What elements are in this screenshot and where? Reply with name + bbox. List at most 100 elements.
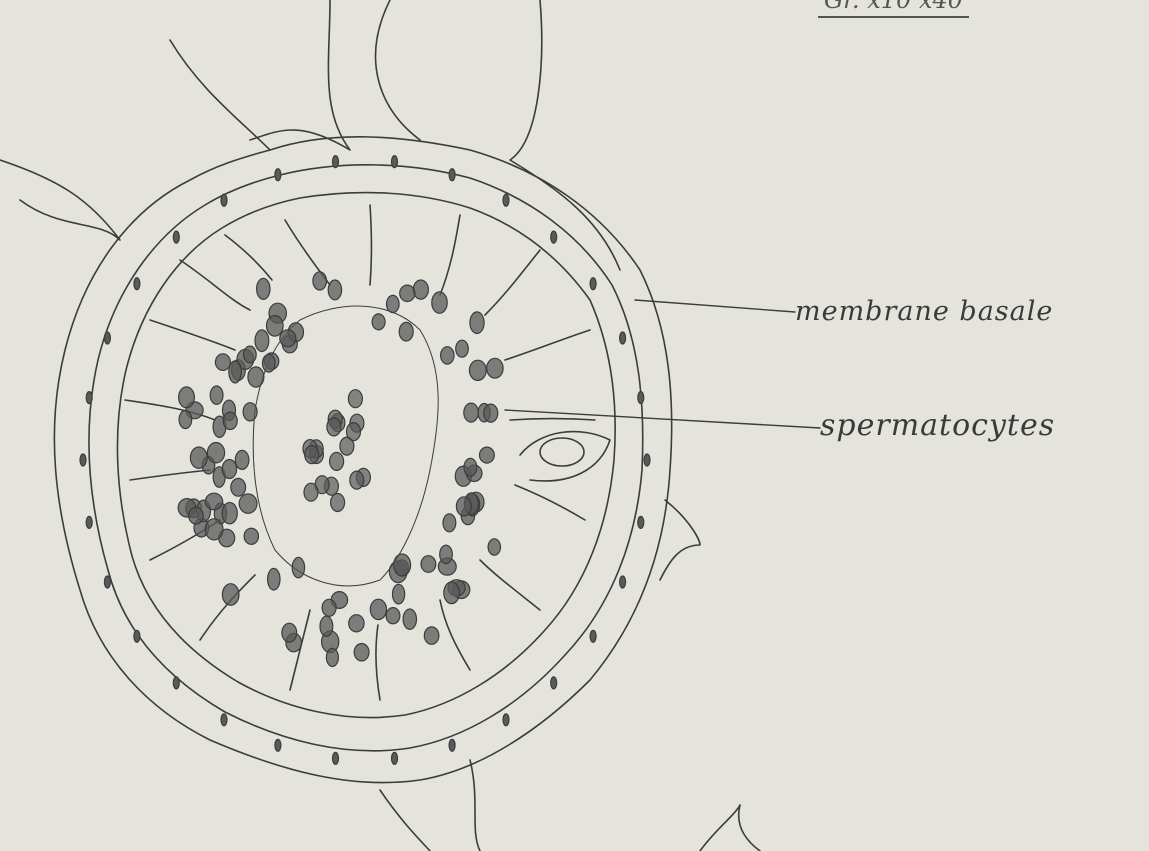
membrane-nucleus: [173, 231, 179, 243]
magnification-label: Gr. x10 x40: [818, 0, 969, 18]
spermatocyte-nucleus: [386, 608, 400, 624]
sertoli-process: [130, 470, 210, 480]
membrane-basale-inner: [89, 165, 643, 751]
membrane-nucleus: [104, 576, 110, 588]
sertoli-cell-outline: [520, 432, 610, 481]
spermatocyte-nucleus: [280, 330, 296, 347]
spermatocyte-nucleus: [480, 447, 495, 463]
spermatocyte-nucleus: [393, 584, 405, 604]
lumen-cell: [331, 494, 345, 512]
membrane-nucleus: [638, 392, 644, 404]
lumen-cell: [327, 418, 341, 436]
membrane-nucleus: [104, 332, 110, 344]
membrane-nucleus: [333, 156, 339, 168]
membrane-nucleus: [275, 169, 281, 181]
signature-mark: [700, 805, 760, 851]
spermatocyte-nucleus: [464, 403, 479, 422]
spermatocyte-nucleus: [313, 272, 327, 290]
sertoli-process: [440, 215, 460, 295]
membrane-nucleus: [221, 194, 227, 206]
spermatocyte-nucleus: [464, 458, 477, 476]
membrane-basale-label: membrane basale: [795, 296, 1053, 327]
membrane-nucleus: [173, 677, 179, 689]
spermatocyte-nucleus: [370, 599, 386, 619]
sertoli-process: [505, 330, 590, 360]
spermatocyte-nucleus: [223, 412, 237, 429]
membrane-nucleus: [333, 752, 339, 764]
sertoli-process: [150, 320, 235, 350]
spermatocyte-nucleus: [292, 557, 304, 577]
outer-strand-left: [0, 160, 120, 240]
spermatocyte-nucleus: [444, 582, 460, 604]
sertoli-process: [485, 250, 540, 315]
spermatocyte-nucleus: [322, 599, 336, 616]
membrane-nucleus: [644, 454, 650, 466]
membrane-nucleus: [590, 278, 596, 290]
outer-strand-top-mid: [250, 0, 350, 150]
spermatocyte-nucleus: [267, 316, 284, 337]
spermatocyte-nucleus: [399, 322, 413, 341]
spermatocyte-nucleus: [210, 386, 223, 404]
spermatocyte-nucleus: [424, 627, 439, 644]
spermatocyte-nucleus: [239, 494, 257, 513]
lumen-cell: [348, 390, 362, 408]
membrane-nucleus: [86, 392, 92, 404]
spermatocyte-nucleus: [222, 503, 237, 524]
spermatocyte-nucleus: [484, 404, 498, 422]
lumen-cell: [304, 483, 318, 501]
outer-strand-top-right: [510, 0, 620, 270]
membrane-nucleus: [80, 454, 86, 466]
spermatocyte-nucleus: [282, 623, 297, 642]
spermatocyte-nucleus: [372, 314, 385, 330]
spermatocyte-nucleus: [328, 280, 341, 300]
spermatocyte-nucleus: [244, 346, 257, 363]
membrane-nucleus: [449, 169, 455, 181]
spermatocyte-nucleus: [257, 278, 270, 299]
membrane-nucleus: [551, 677, 557, 689]
membrane-nucleus: [620, 332, 626, 344]
spermatocyte-nucleus: [189, 507, 204, 524]
spermatocyte-nucleus: [326, 648, 338, 666]
sertoli-process: [510, 419, 595, 421]
lumen-cell: [350, 471, 364, 489]
spermatocyte-nucleus: [469, 360, 486, 380]
sertoli-process: [440, 600, 470, 670]
membrane-nucleus: [590, 630, 596, 642]
spermatocyte-nucleus: [488, 539, 500, 555]
spermatocyte-nucleus: [255, 330, 269, 352]
spermatocyte-nucleus: [394, 554, 411, 576]
sertoli-process: [180, 260, 250, 310]
spermatocyte-nucleus: [432, 292, 447, 313]
spermatocyte-nucleus: [400, 285, 415, 301]
spermatocyte-nucleus: [190, 447, 207, 468]
spermatocyte-nucleus: [205, 519, 223, 540]
membrane-nucleus: [134, 278, 140, 290]
spermatocyte-nucleus: [248, 367, 264, 387]
leader-line-membrane-basale: [635, 300, 795, 312]
membrane-nucleus: [221, 714, 227, 726]
membrane-nucleus: [449, 739, 455, 751]
spermatocytes-label: spermatocytes: [820, 408, 1055, 443]
membrane-nucleus: [134, 630, 140, 642]
outer-strand-top-left: [170, 40, 270, 150]
spermatocyte-nucleus: [243, 403, 257, 421]
spermatocyte-nucleus: [231, 478, 246, 496]
spermatocyte-nucleus: [413, 280, 428, 299]
spermatocyte-nucleus: [320, 616, 333, 636]
spermatocyte-nucleus: [268, 568, 280, 590]
spermatocyte-nucleus: [487, 358, 503, 378]
spermatocyte-nucleus: [244, 528, 258, 544]
spermatocyte-nucleus: [354, 644, 369, 661]
spermatocyte-nucleus: [456, 497, 471, 516]
outer-strand-top: [376, 0, 420, 140]
spermatocyte-nucleus: [440, 545, 453, 563]
spermatocyte-nucleus: [215, 354, 230, 371]
sertoli-process: [515, 485, 585, 520]
membrane-nucleus: [86, 516, 92, 528]
spermatocyte-nucleus: [235, 450, 249, 469]
spermatocyte-nucleus: [403, 609, 416, 629]
sertoli-process: [370, 205, 372, 285]
spermatocyte-nucleus: [470, 312, 484, 334]
spermatocyte-nucleus: [456, 340, 469, 357]
